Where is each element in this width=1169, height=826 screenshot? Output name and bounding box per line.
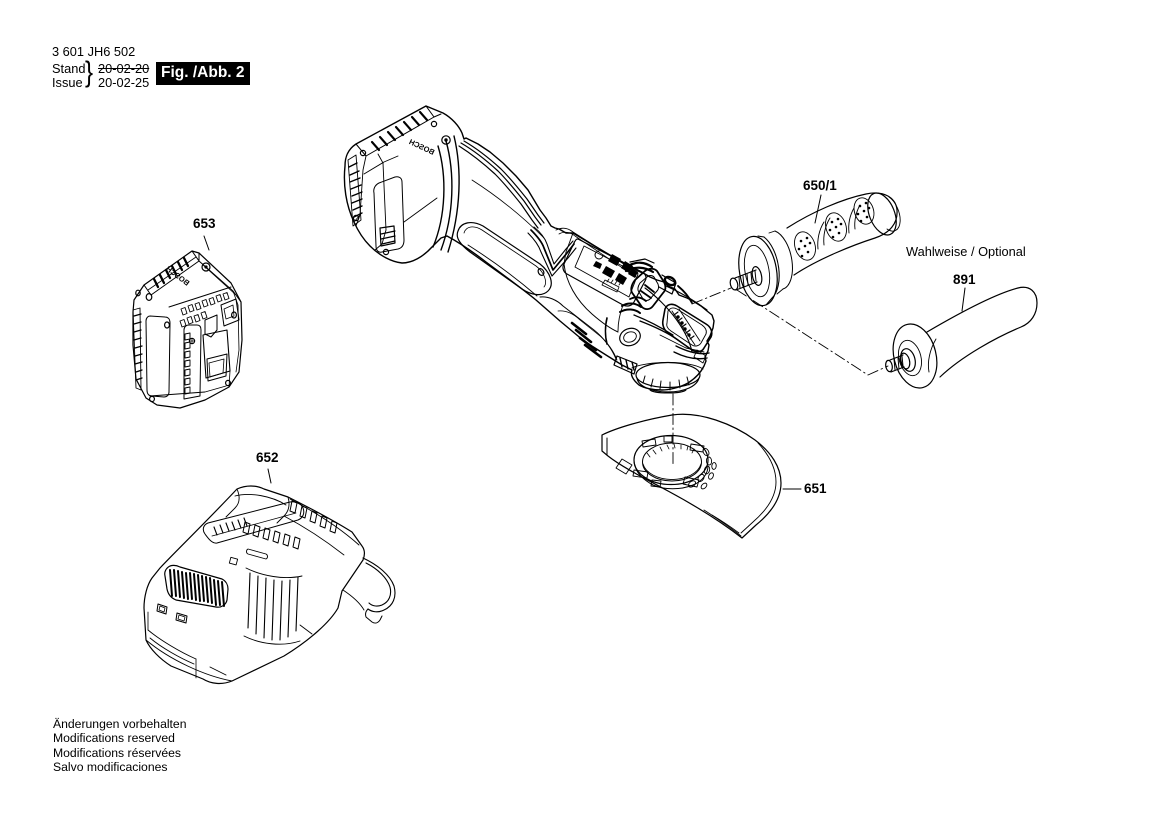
svg-text:BOSCH: BOSCH	[408, 137, 436, 157]
